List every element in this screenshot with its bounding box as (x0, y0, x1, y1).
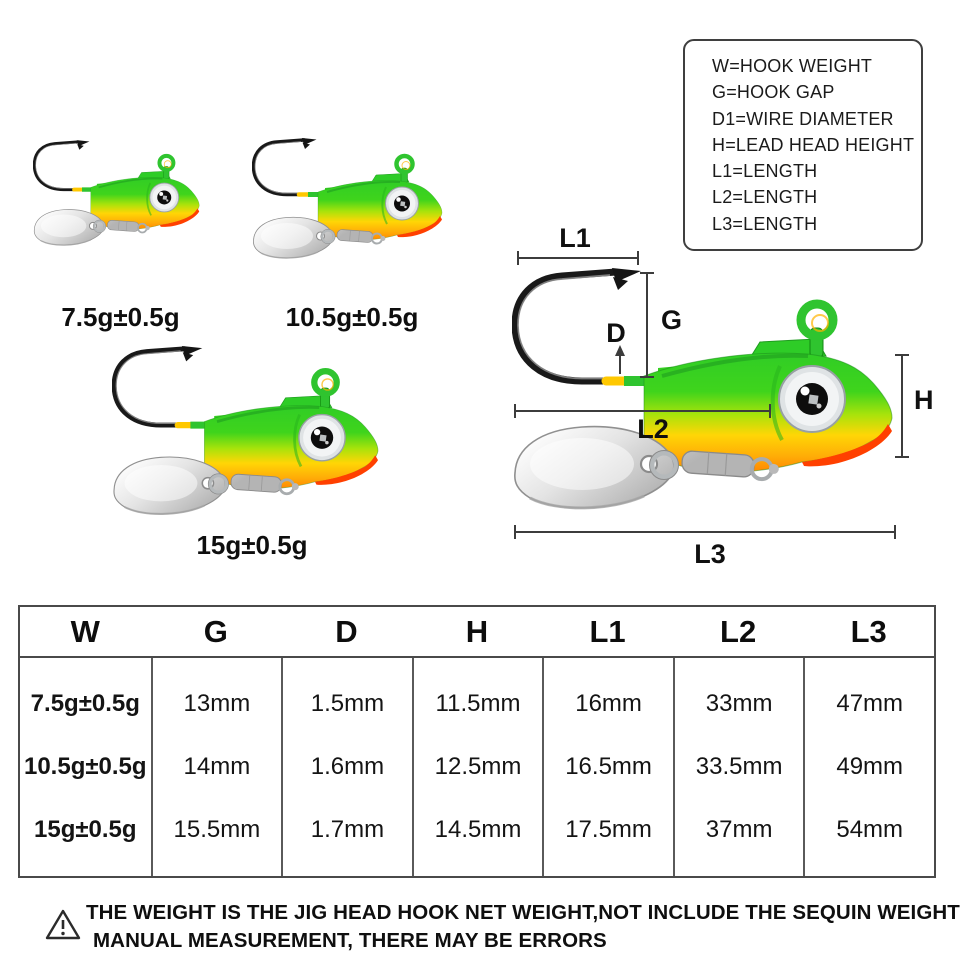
cell-l1-row1: 16mm (575, 689, 642, 717)
cell-d-row1: 1.5mm (310, 689, 385, 717)
cell-h-row1: 11.5mm (435, 689, 521, 717)
jig-lure-annotated (515, 268, 892, 508)
cell-l2-row2: 33.5mm (695, 752, 783, 780)
cell-l3-row1: 47mm (836, 689, 904, 717)
cell-l1-row2: 16.5mm (565, 752, 652, 780)
spec-table-body: 7.5g±0.5g 10.5g±0.5g 15g±0.5g 13mm 14mm … (20, 658, 934, 876)
cell-h-row3: 14.5mm (434, 816, 522, 844)
cell-l3-row2: 49mm (836, 752, 904, 780)
arrow-up-icon (615, 345, 625, 356)
weight-label-15g: 15g±0.5g (196, 530, 308, 560)
legend-line-w: W=HOOK WEIGHT (712, 55, 873, 76)
legend-line-h: H=LEAD HEAD HEIGHT (712, 134, 915, 155)
jig-lure-photo-large (112, 346, 392, 528)
cell-g-row3: 15.5mm (173, 816, 261, 844)
legend-box: W=HOOK WEIGHT G=HOOK GAP D1=WIRE DIAMETE… (683, 39, 923, 251)
cell-d-row3: 1.7mm (310, 816, 385, 844)
cell-h-row2: 12.5mm (434, 752, 522, 780)
legend-line-l1: L1=LENGTH (712, 161, 818, 182)
dim-label-l2: L2 (637, 414, 669, 444)
disclaimer-line-1: THE WEIGHT IS THE JIG HEAD HOOK NET WEIG… (86, 901, 960, 924)
dimension-diagram: L1 G D L2 H L3 (505, 225, 934, 569)
column-l2: 33mm 33.5mm 37mm (672, 658, 804, 876)
warning-icon (45, 909, 81, 940)
weight-label-7-5g: 7.5g±0.5g (61, 302, 180, 332)
cell-l2-row1: 33mm (705, 689, 773, 717)
col-header-w: W (70, 613, 100, 649)
col-header-h: H (465, 613, 489, 649)
dim-label-l3: L3 (694, 539, 726, 569)
cell-w-row3: 15g±0.5g (34, 816, 137, 844)
spec-table: W G D H L1 L2 L3 7.5g±0.5g 10.5g±0.5g 15… (18, 605, 936, 878)
disclaimer-line-2: MANUAL MEASUREMENT, THERE MAY BE ERRORS (93, 929, 607, 952)
jig-lure-photo-small (33, 140, 208, 254)
column-g: 13mm 14mm 15.5mm (150, 658, 282, 876)
legend-line-g: G=HOOK GAP (712, 82, 835, 103)
col-header-l1: L1 (589, 613, 626, 649)
column-w: 7.5g±0.5g 10.5g±0.5g 15g±0.5g (20, 658, 151, 876)
column-d: 1.5mm 1.6mm 1.7mm (281, 658, 412, 876)
legend-line-l2: L2=LENGTH (712, 187, 818, 208)
cell-d-row2: 1.6mm (310, 752, 385, 780)
dim-label-l1: L1 (559, 225, 591, 253)
cell-l2-row3: 37mm (705, 816, 773, 844)
cell-w-row1: 7.5g±0.5g (30, 689, 140, 717)
cell-g-row2: 14mm (183, 752, 251, 780)
column-l3: 47mm 49mm 54mm (803, 658, 934, 876)
dim-label-g: G (661, 305, 682, 335)
col-header-g: G (203, 613, 228, 649)
legend-line-d1: D1=WIRE DIAMETER (712, 108, 894, 129)
spec-table-header: W G D H L1 L2 L3 (20, 607, 934, 658)
jig-lure-photo-medium (252, 138, 452, 268)
cell-g-row1: 13mm (183, 689, 251, 717)
cell-l1-row3: 17.5mm (565, 816, 652, 844)
dim-label-h: H (914, 385, 934, 415)
cell-w-row2: 10.5g±0.5g (23, 752, 147, 780)
dim-label-d: D (606, 318, 626, 348)
cell-l3-row3: 54mm (836, 816, 904, 844)
col-header-d: D (335, 613, 358, 649)
col-header-l2: L2 (720, 613, 757, 649)
legend-line-l3: L3=LENGTH (712, 213, 818, 234)
column-h: 11.5mm 12.5mm 14.5mm (411, 658, 543, 876)
col-header-l3: L3 (850, 613, 887, 649)
weight-label-10-5g: 10.5g±0.5g (285, 302, 419, 332)
column-l1: 16mm 16.5mm 17.5mm (542, 658, 673, 876)
